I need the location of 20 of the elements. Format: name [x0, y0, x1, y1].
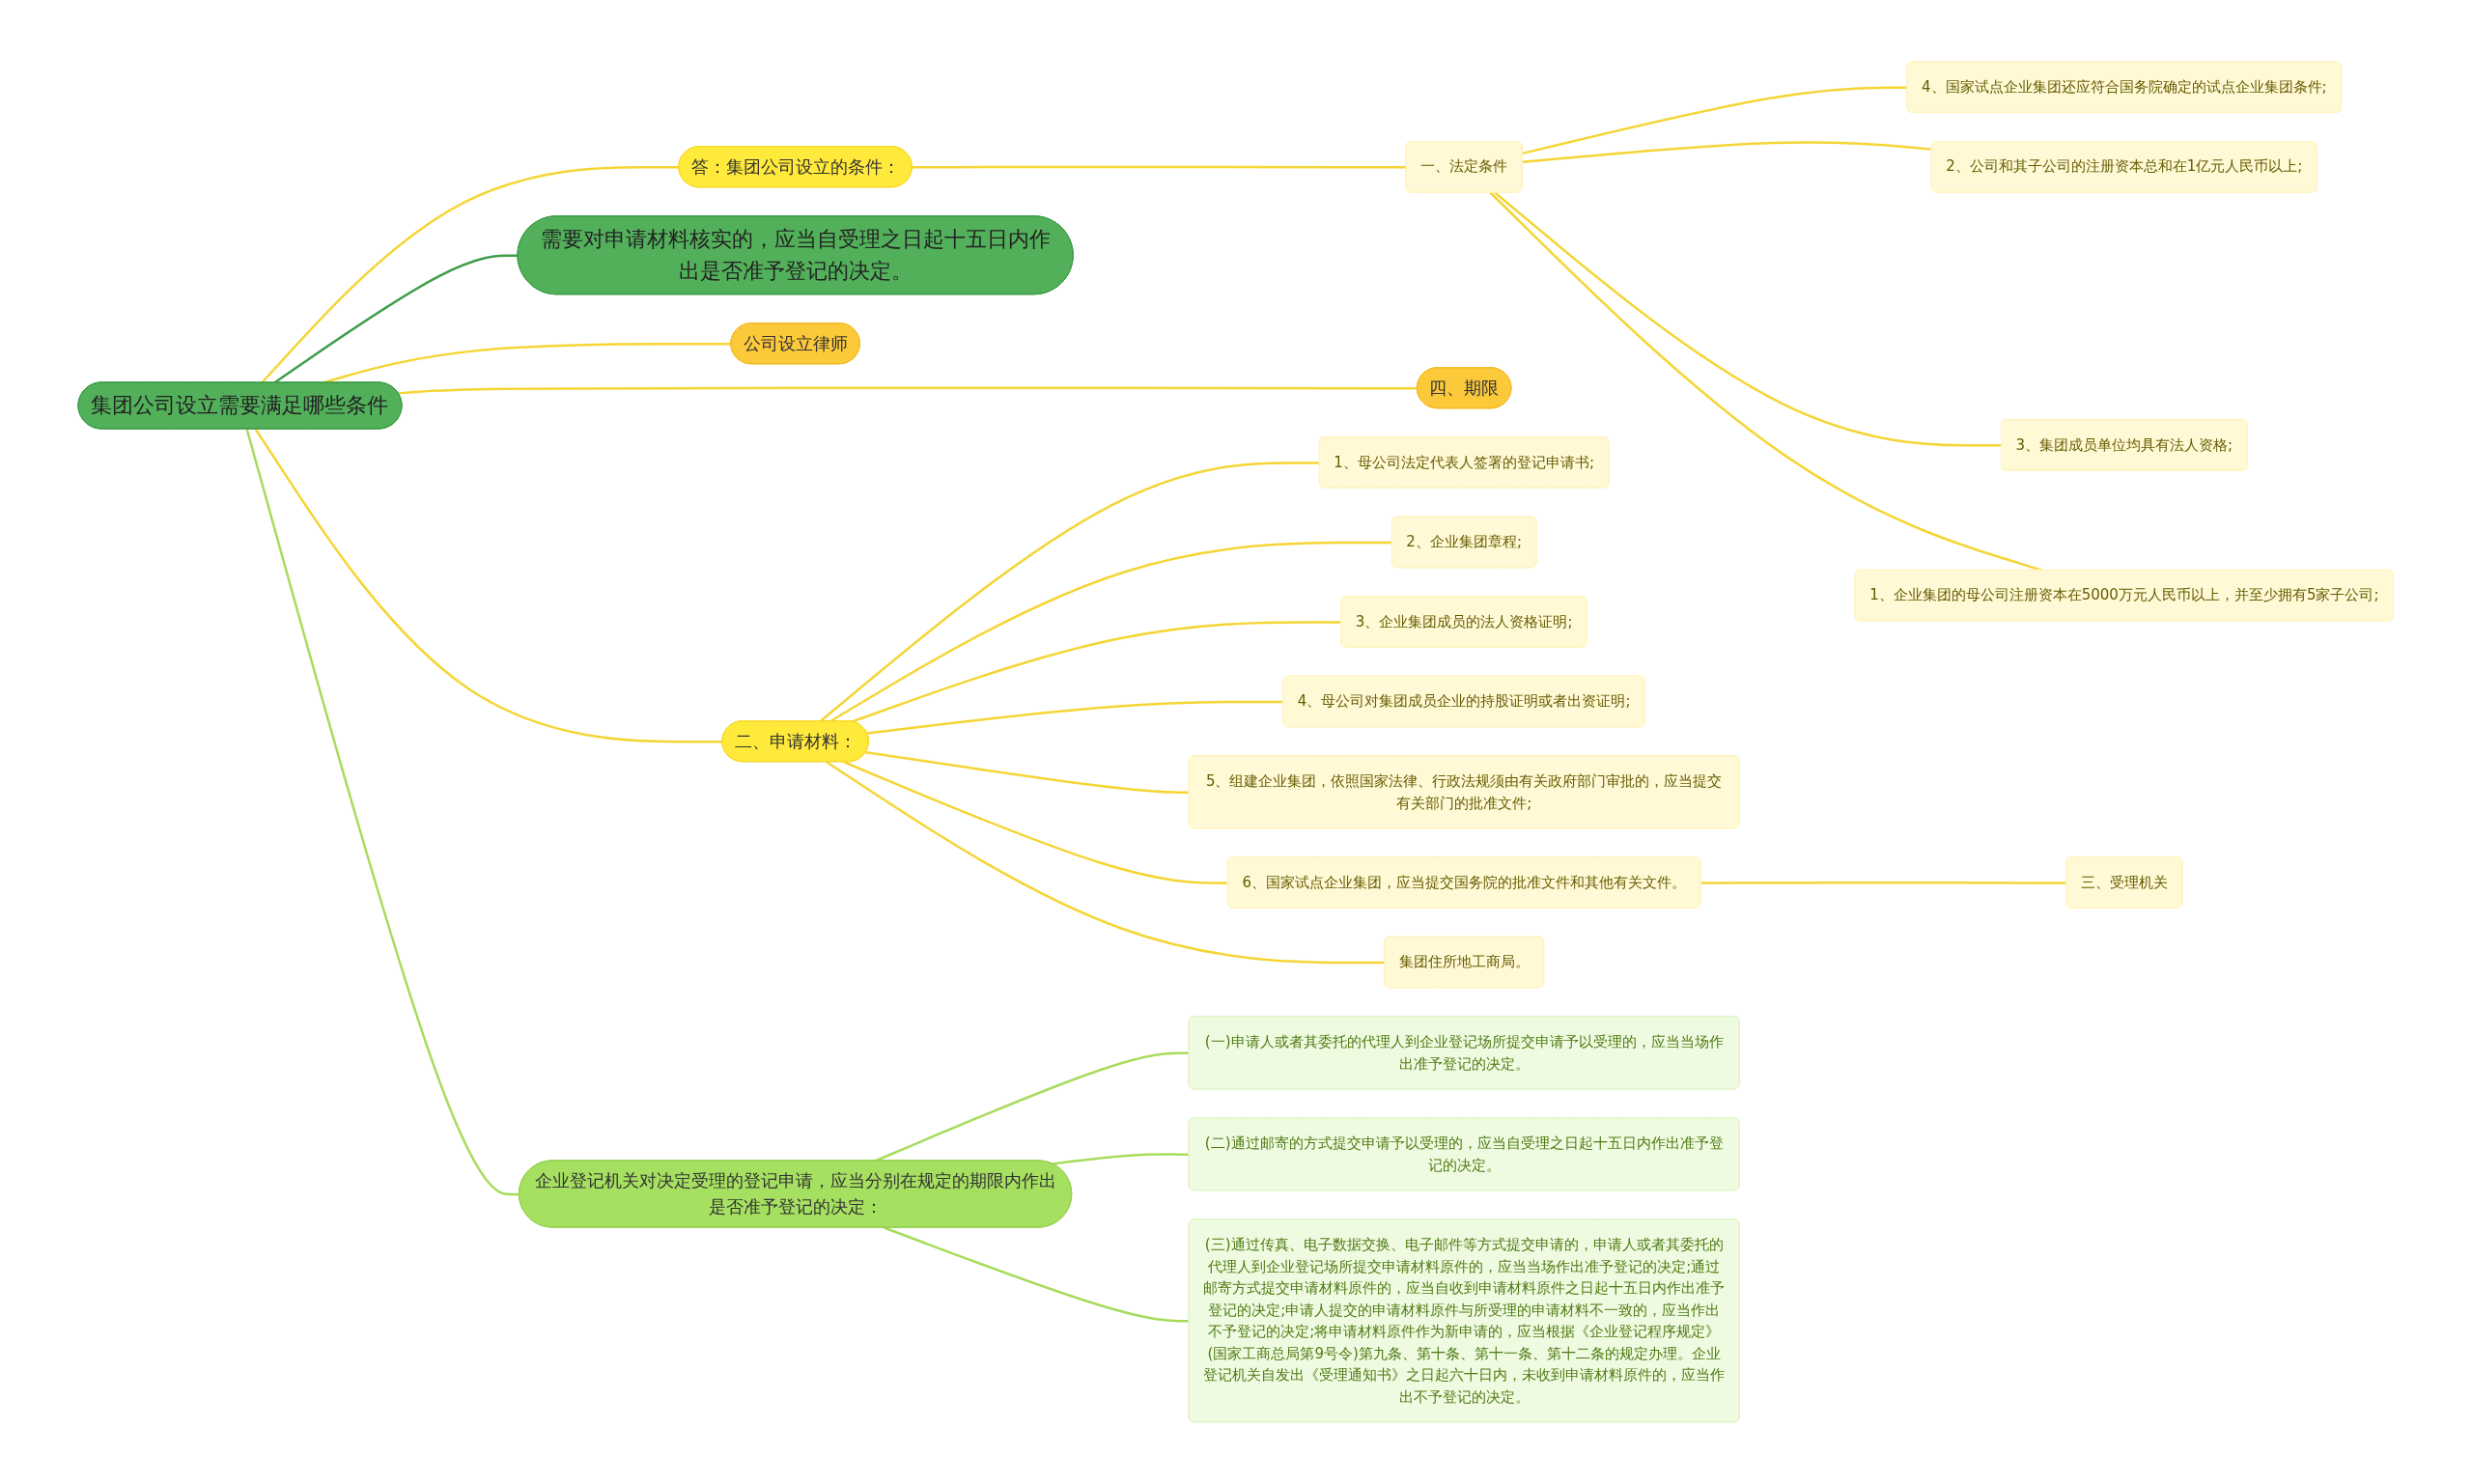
- connector: [1052, 1153, 1190, 1165]
- connector: [1522, 141, 1933, 164]
- connector: [852, 621, 1342, 723]
- connector: [867, 700, 1284, 735]
- connector: [254, 428, 723, 743]
- connector: [874, 1051, 1190, 1162]
- connector: [261, 166, 680, 384]
- connector: [1522, 86, 1908, 155]
- connector: [829, 541, 1393, 723]
- connector: [1494, 191, 2003, 447]
- connector: [1700, 882, 2067, 884]
- connector: [245, 429, 520, 1196]
- connector: [398, 386, 1419, 395]
- connector: [884, 1226, 1190, 1323]
- connector: [322, 343, 732, 384]
- connector: [843, 761, 1229, 884]
- connector: [273, 254, 519, 384]
- connector: [826, 761, 1386, 965]
- connector: [865, 751, 1190, 795]
- connector: [913, 165, 1407, 169]
